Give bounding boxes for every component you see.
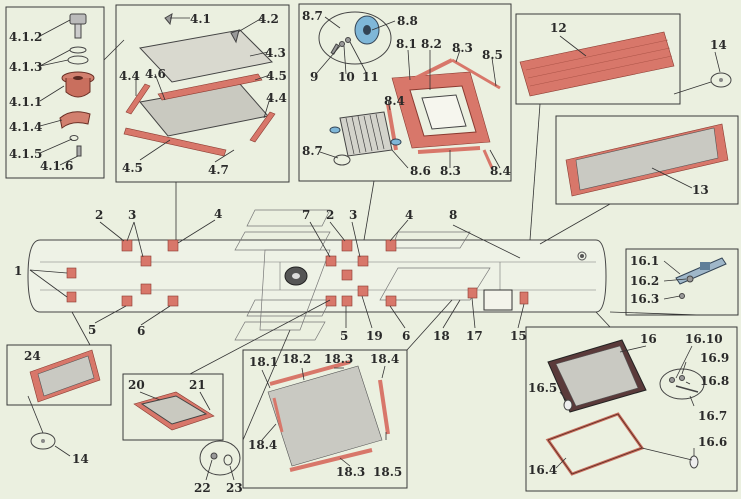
label-4a: 4: [214, 207, 222, 221]
label-4b: 4: [405, 208, 413, 222]
label-2b: 2: [326, 208, 334, 222]
label-8-7a: 8.7: [302, 9, 323, 23]
label-8-2: 8.2: [421, 37, 442, 51]
label-6a: 6: [137, 324, 145, 338]
panel-24: [6, 344, 112, 457]
label-7: 7: [302, 208, 310, 222]
label-4-6: 4.6: [145, 67, 166, 81]
panel-12: [515, 13, 732, 105]
panel-fasteners: [5, 6, 105, 179]
label-4-2: 4.2: [258, 12, 279, 26]
label-3b: 3: [349, 208, 357, 222]
label-3a: 3: [128, 208, 136, 222]
label-9: 9: [310, 70, 318, 84]
label-16-2: 16.2: [630, 274, 659, 288]
label-18-4b: 18.4: [248, 438, 277, 452]
label-8-3b: 8.3: [440, 164, 461, 178]
label-5b: 5: [340, 329, 348, 343]
label-8: 8: [449, 208, 457, 222]
label-16-6: 16.6: [698, 435, 727, 449]
panel-vent: [298, 3, 512, 182]
label-4-7: 4.7: [208, 163, 229, 177]
label-18-4a: 18.4: [370, 352, 399, 366]
label-14a: 14: [710, 38, 727, 52]
panel-18: [242, 349, 408, 489]
label-16-5: 16.5: [528, 381, 557, 395]
label-12: 12: [550, 21, 567, 35]
label-16-10: 16.10: [685, 332, 723, 346]
label-22: 22: [194, 481, 211, 495]
label-18-3b: 18.3: [336, 465, 365, 479]
label-4-5b: 4.5: [122, 161, 143, 175]
label-8-8: 8.8: [397, 14, 418, 28]
label-8-4a: 8.4: [384, 94, 405, 108]
body-pads: [66, 239, 529, 311]
labels: 4.1.2 4.1.3 4.1.1 4.1.4 4.1.5 4.1.6 4.1 …: [9, 9, 729, 495]
label-8-6: 8.6: [410, 164, 431, 178]
label-18-5: 18.5: [373, 465, 402, 479]
label-6b: 6: [402, 329, 410, 343]
label-8-1: 8.1: [396, 37, 417, 51]
label-8-4b: 8.4: [490, 164, 511, 178]
link-lines: [71, 39, 701, 441]
label-16-3: 16.3: [630, 292, 659, 306]
label-11: 11: [362, 70, 379, 84]
label-16-1: 16.1: [630, 254, 659, 268]
panel-13: [555, 115, 739, 205]
label-4-5a: 4.5: [266, 69, 287, 83]
label-4-3: 4.3: [265, 46, 286, 60]
label-2a: 2: [95, 208, 103, 222]
label-21: 21: [189, 378, 206, 392]
label-18-3a: 18.3: [324, 352, 353, 366]
bus-body: [27, 209, 607, 341]
label-4-1-5: 4.1.5: [9, 147, 42, 161]
label-1: 1: [14, 264, 22, 278]
label-23: 23: [226, 481, 243, 495]
panel-20: [122, 373, 224, 441]
label-4-1-2: 4.1.2: [9, 30, 42, 44]
label-8-5: 8.5: [482, 48, 503, 62]
label-4-1-6: 4.1.6: [40, 159, 73, 173]
label-15: 15: [510, 329, 527, 343]
label-18-2: 18.2: [282, 352, 311, 366]
label-4-4b: 4.4: [266, 91, 287, 105]
label-4-1: 4.1: [190, 12, 211, 26]
label-24: 24: [24, 349, 41, 363]
label-8-7b: 8.7: [302, 144, 323, 158]
label-16-9: 16.9: [700, 351, 729, 365]
label-20: 20: [128, 378, 145, 392]
label-5a: 5: [88, 323, 96, 337]
label-13: 13: [692, 183, 709, 197]
label-18: 18: [433, 329, 450, 343]
label-17: 17: [466, 329, 483, 343]
label-4-1-1: 4.1.1: [9, 95, 42, 109]
label-19: 19: [366, 329, 383, 343]
label-18-1: 18.1: [249, 355, 278, 369]
label-14b: 14: [72, 452, 89, 466]
panel-16-1: [625, 248, 739, 316]
label-16: 16: [640, 332, 657, 346]
panel-roof-hatch: [115, 4, 290, 183]
label-16-8: 16.8: [700, 374, 729, 388]
label-10: 10: [338, 70, 355, 84]
label-8-3a: 8.3: [452, 41, 473, 55]
label-4-1-3: 4.1.3: [9, 60, 42, 74]
label-16-7: 16.7: [698, 409, 727, 423]
label-4-1-4: 4.1.4: [9, 120, 42, 134]
label-16-4: 16.4: [528, 463, 557, 477]
label-4-4a: 4.4: [119, 69, 140, 83]
panel-16: [525, 326, 738, 492]
parts-22-23: [199, 440, 241, 481]
